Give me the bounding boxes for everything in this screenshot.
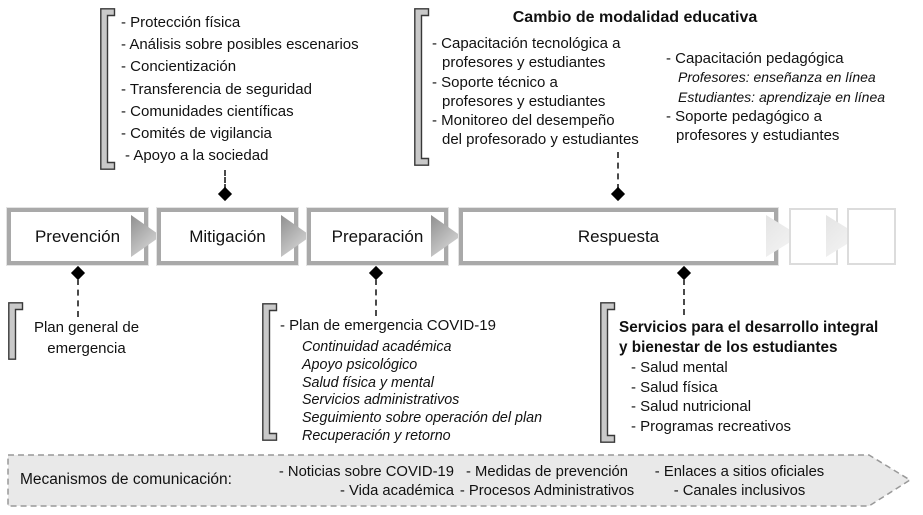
list-item-continuation: del profesorado y estudiantes	[442, 131, 639, 149]
stage-label: Prevención	[34, 226, 121, 246]
connector-line	[683, 279, 685, 315]
connector-line	[617, 152, 619, 190]
list-subitem: Salud física y mental	[302, 374, 434, 391]
list-item: - Programas recreativos	[631, 418, 792, 436]
list-subitem: Profesores: enseñanza en línea	[678, 69, 876, 86]
list-item: - Comunidades científicas	[121, 102, 294, 120]
list-item-continuation: profesores y estudiantes	[676, 127, 840, 145]
list-item-continuation: profesores y estudiantes	[442, 92, 606, 110]
banner-col-links: - Enlaces a sitios oficiales - Canales i…	[642, 463, 837, 500]
communication-banner-shape	[7, 454, 912, 507]
banner-col-news: - Noticias sobre COVID-19 - Vida académi…	[258, 463, 454, 500]
respuesta-tech-list: - Capacitación tecnológica a profesores …	[432, 34, 639, 150]
diamond-icon	[70, 265, 86, 281]
banner-item: - Medidas de prevención	[465, 464, 629, 480]
list-subitem: Recuperación y retorno	[302, 427, 451, 444]
stage-prevencion: Prevención	[7, 208, 148, 265]
list-item: - Capacitación tecnológica a	[432, 35, 621, 52]
servicios-list: - Salud mental - Salud física - Salud nu…	[631, 358, 791, 437]
list-item: - Transferencia de seguridad	[121, 80, 312, 98]
connector-line	[77, 279, 79, 317]
servicios-title: Servicios para el desarrollo integral y …	[619, 318, 878, 357]
list-item-continuation: profesores y estudiantes	[442, 54, 606, 72]
list-item: - Salud mental	[631, 359, 728, 376]
list-item: - Comités de vigilancia	[121, 125, 272, 143]
list-subitem: Seguimiento sobre operación del plan	[302, 410, 543, 427]
list-item: - Soporte pedagógico a	[666, 107, 822, 125]
list-subitem: Servicios administrativos	[302, 392, 460, 409]
list-subitem: Apoyo psicológico	[302, 356, 418, 373]
diamond-icon	[610, 186, 626, 202]
bracket-icon	[262, 303, 278, 441]
stage-label: Preparación	[331, 226, 424, 246]
respuesta-pedagogy-list: - Capacitación pedagógica Profesores: en…	[666, 49, 885, 145]
list-subitem: Estudiantes: aprendizaje en línea	[678, 88, 886, 105]
plan-general-line: emergencia	[47, 339, 126, 357]
bracket-icon	[414, 8, 430, 166]
plan-general-block: Plan general de emergencia	[24, 318, 149, 359]
list-item: - Salud nutricional	[631, 398, 752, 416]
diamond-icon	[368, 265, 384, 281]
covid-plan-title: - Plan de emergencia COVID-19	[280, 317, 496, 334]
stage-future-placeholder	[847, 208, 896, 265]
prevention-mitigation-list: - Protección física - Análisis sobre pos…	[121, 12, 359, 167]
stage-preparacion: Preparación	[307, 208, 448, 265]
list-subitem: Continuidad académica	[302, 339, 452, 355]
list-item: - Análisis sobre posibles escenarios	[121, 36, 359, 54]
servicios-title-line: y bienestar de los estudiantes	[619, 338, 838, 356]
bracket-icon	[600, 302, 616, 443]
diamond-icon	[217, 186, 233, 202]
list-item: - Salud física	[631, 378, 718, 396]
list-item: - Concientización	[121, 58, 237, 76]
banner-col-measures: - Medidas de prevención - Procesos Admin…	[452, 463, 642, 500]
connector-line	[375, 279, 377, 316]
banner-item: - Canales inclusivos	[673, 482, 806, 499]
banner-item: - Noticias sobre COVID-19	[278, 464, 454, 480]
banner-label: Mecanismos de comunicación:	[20, 471, 232, 488]
bracket-icon	[8, 302, 24, 360]
stage-respuesta: Respuesta	[459, 208, 778, 265]
stage-label: Respuesta	[577, 226, 660, 246]
list-item: - Capacitación pedagógica	[666, 50, 844, 67]
servicios-title-line: Servicios para el desarrollo integral	[619, 319, 879, 336]
list-item: - Apoyo a la sociedad	[125, 147, 269, 165]
banner-item: - Procesos Administrativos	[459, 482, 635, 499]
section-title-cambio-modalidad: Cambio de modalidad educativa	[512, 9, 758, 26]
diamond-icon	[676, 265, 692, 281]
list-item: - Protección física	[121, 14, 241, 31]
banner-item: - Enlaces a sitios oficiales	[654, 464, 825, 480]
list-item: - Monitoreo del desempeño	[432, 112, 615, 130]
connector-line	[224, 170, 226, 190]
covid-plan-sublist: Continuidad académica Apoyo psicológico …	[302, 339, 542, 446]
stage-mitigacion: Mitigación	[157, 208, 298, 265]
banner-item: - Vida académica	[339, 482, 454, 499]
stage-label: Mitigación	[189, 226, 266, 246]
list-item: - Soporte técnico a	[432, 73, 558, 91]
bracket-icon	[100, 8, 116, 170]
plan-general-line: Plan general de	[33, 319, 140, 336]
